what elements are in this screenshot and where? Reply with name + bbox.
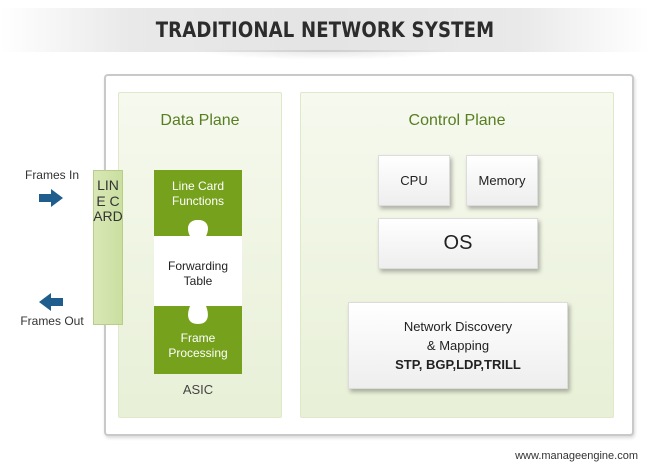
title-shadow: [195, 50, 455, 60]
line-card-label: LINE CARD: [93, 177, 123, 224]
title-band: [0, 8, 650, 52]
network-protocols: STP, BGP,LDP,TRILL: [395, 357, 521, 372]
control-plane-title: Control Plane: [408, 112, 506, 129]
cpu-box: CPU: [378, 155, 450, 206]
network-discovery-box: Network Discovery & Mapping STP, BGP,LDP…: [348, 302, 568, 389]
diagram-title: TRADITIONAL NETWORK SYSTEM: [155, 18, 495, 42]
frames-in-label: Frames In: [24, 168, 79, 182]
asic-frame-processing: Frame Processing: [168, 331, 228, 360]
puzzle-piece-middle: [154, 220, 242, 324]
puzzle-piece-top: [154, 170, 242, 236]
asic-line-card-functions: Line Card Functions: [171, 179, 225, 208]
footer-url: www.manageengine.com: [515, 450, 638, 462]
asic-forwarding-table: Forwarding Table: [167, 259, 229, 288]
asic-puzzle-graphic: [154, 170, 242, 374]
puzzle-piece-bottom: [154, 306, 242, 374]
frames-out-label: Frames Out: [20, 314, 84, 328]
arrow-left-icon: [39, 293, 63, 311]
os-box: OS: [378, 218, 538, 269]
data-plane-title: Data Plane: [160, 112, 240, 129]
network-discovery-line2: & Mapping: [426, 338, 490, 353]
line-card: [93, 170, 123, 325]
asic-label: ASIC: [182, 382, 214, 397]
arrow-right-icon: [39, 189, 63, 207]
memory-box: Memory: [466, 155, 538, 206]
network-discovery-line1: Network Discovery: [403, 319, 513, 334]
